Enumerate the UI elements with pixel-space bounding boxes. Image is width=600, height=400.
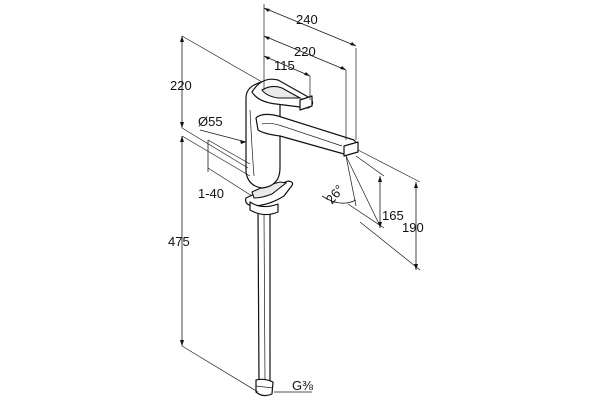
lever-handle — [251, 78, 314, 111]
faucet-column — [245, 81, 281, 189]
label-220-left: 220 — [170, 78, 192, 93]
dim-190-line — [357, 149, 421, 271]
label-thread: G⅜ — [292, 378, 313, 393]
dim-475-line — [180, 135, 259, 393]
label-115: 115 — [274, 58, 295, 73]
dim-220-top-line — [263, 35, 347, 140]
dim-165-line — [347, 155, 385, 229]
dim-220-left-line — [180, 35, 263, 169]
label-d55: Ø55 — [198, 114, 223, 129]
label-240: 240 — [296, 12, 318, 27]
supply-hose — [257, 209, 271, 387]
label-475: 475 — [168, 234, 190, 249]
dim-d55-line — [199, 129, 247, 144]
dim-115-line — [263, 55, 311, 100]
dimensions: 240 220 115 220 Ø55 — [168, 4, 424, 393]
label-190: 190 — [402, 220, 424, 235]
spout — [255, 113, 359, 157]
label-165: 165 — [382, 208, 404, 223]
dim-1-40-line — [207, 139, 253, 197]
dim-26deg-lines — [321, 155, 381, 227]
dim-240-line — [263, 4, 357, 140]
label-1-40: 1-40 — [198, 186, 224, 201]
label-220-top: 220 — [294, 44, 316, 59]
faucet — [245, 78, 359, 397]
hose-fitting — [255, 378, 274, 397]
